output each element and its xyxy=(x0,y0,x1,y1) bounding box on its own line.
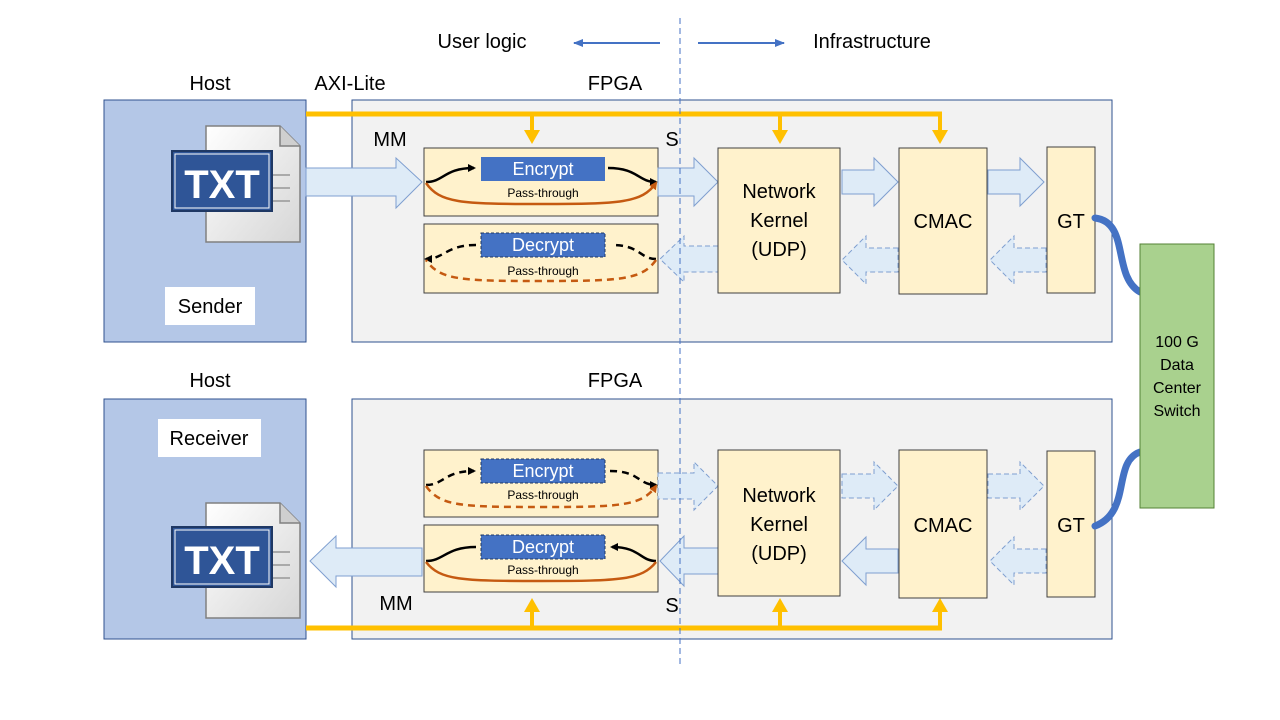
sender-fpga-label: FPGA xyxy=(588,73,643,95)
data-center-switch xyxy=(1139,243,1215,509)
receiver-encrypt-box xyxy=(480,458,606,484)
sender-mm-arrow xyxy=(305,156,423,210)
receiver-cmac-label: CMAC xyxy=(914,515,973,537)
sender-decrypt-pass-line xyxy=(424,259,658,283)
receiver-cable xyxy=(1091,448,1144,530)
text-file-icon xyxy=(171,502,301,619)
receiver-gt-block xyxy=(1046,450,1096,598)
receiver-s-tx-arrow xyxy=(657,460,719,512)
text-file-icon xyxy=(171,125,301,243)
sender-gt-label: GT xyxy=(1057,211,1085,233)
receiver-network-line1: Network xyxy=(742,485,816,507)
receiver-encrypt-sub: Pass-through xyxy=(507,488,578,502)
receiver-encrypt-pass-line xyxy=(424,484,658,509)
switch-line3: Center xyxy=(1153,380,1202,397)
receiver-network-line3: (UDP) xyxy=(751,543,807,565)
receiver-decrypt-sub: Pass-through xyxy=(507,563,578,577)
receiver-cmac-block xyxy=(898,449,988,599)
switch-line4: Switch xyxy=(1153,403,1200,420)
receiver-file-label: TXT xyxy=(184,539,260,583)
sender-network-line2: Kernel xyxy=(750,210,808,232)
receiver-encrypt-label: Encrypt xyxy=(512,461,573,481)
sender-encrypt-box xyxy=(481,157,605,181)
sender-s-tx-arrow xyxy=(657,156,719,208)
axi-lite-label: AXI-Lite xyxy=(314,73,385,95)
sender-decrypt-path xyxy=(611,243,657,261)
sender-s-rx-arrow xyxy=(659,234,719,284)
sender-file-label: TXT xyxy=(184,163,260,207)
receiver-cmac-gt-rx-arrow xyxy=(989,535,1047,587)
sender-mm-label: MM xyxy=(373,129,406,151)
legend-infrastructure: Infrastructure xyxy=(813,31,931,53)
receiver-fpga-label: FPGA xyxy=(588,370,643,392)
axi-lite-bus-top xyxy=(306,111,948,144)
sender-encrypt-sub: Pass-through xyxy=(507,186,578,200)
receiver-encrypt-path xyxy=(425,467,476,487)
sender-decrypt-box xyxy=(480,232,606,258)
sender-encrypt-pass-line xyxy=(424,181,658,206)
receiver-decrypt-label: Decrypt xyxy=(512,537,574,557)
sender-s-label: S xyxy=(665,129,678,151)
receiver-s-rx-arrow xyxy=(659,534,719,588)
sender-cmac-gt-tx-arrow xyxy=(987,156,1045,208)
sender-role-label: Sender xyxy=(178,296,243,318)
receiver-nk-cmac-rx-arrow xyxy=(841,535,899,587)
receiver-network-line2: Kernel xyxy=(750,514,808,536)
receiver-mm-label: MM xyxy=(379,593,412,615)
sender-cmac-block xyxy=(898,147,988,295)
receiver-s-label: S xyxy=(665,595,678,617)
receiver-nk-cmac-tx-arrow xyxy=(841,460,899,512)
sender-role-box xyxy=(165,287,255,325)
sender-cable xyxy=(1091,214,1144,296)
receiver-decrypt-box xyxy=(480,534,606,560)
receiver-network-kernel xyxy=(717,449,841,597)
switch-line2: Data xyxy=(1160,357,1194,374)
sender-network-line1: Network xyxy=(742,181,816,203)
receiver-cmac-gt-tx-arrow xyxy=(987,460,1045,512)
switch-line1: 100 G xyxy=(1155,334,1199,351)
sender-decrypt-path-out xyxy=(424,243,477,263)
sender-nk-cmac-tx-arrow xyxy=(841,156,899,208)
sender-cmac-label: CMAC xyxy=(914,211,973,233)
sender-decrypt-label: Decrypt xyxy=(512,235,574,255)
sender-encrypt-label: Encrypt xyxy=(512,159,573,179)
receiver-decrypt-pass-line xyxy=(425,561,657,583)
receiver-decrypt-path-out xyxy=(425,545,477,563)
sender-network-kernel xyxy=(717,147,841,294)
sender-gt-block xyxy=(1046,146,1096,294)
sender-encrypt-path xyxy=(425,164,476,184)
axi-lite-bus-bottom xyxy=(306,598,948,631)
receiver-encrypt-path-out xyxy=(609,469,658,489)
receiver-host-label: Host xyxy=(189,370,231,392)
receiver-role-label: Receiver xyxy=(170,428,249,450)
legend-user-logic: User logic xyxy=(438,31,527,53)
receiver-gt-label: GT xyxy=(1057,515,1085,537)
receiver-mm-arrow xyxy=(309,534,423,589)
receiver-decrypt-path xyxy=(610,543,657,563)
sender-network-line3: (UDP) xyxy=(751,239,807,261)
sender-nk-cmac-rx-arrow xyxy=(841,234,899,286)
sender-cmac-gt-rx-arrow xyxy=(989,234,1047,286)
receiver-role-box xyxy=(158,419,261,457)
sender-host-label: Host xyxy=(189,73,231,95)
sender-decrypt-sub: Pass-through xyxy=(507,264,578,278)
